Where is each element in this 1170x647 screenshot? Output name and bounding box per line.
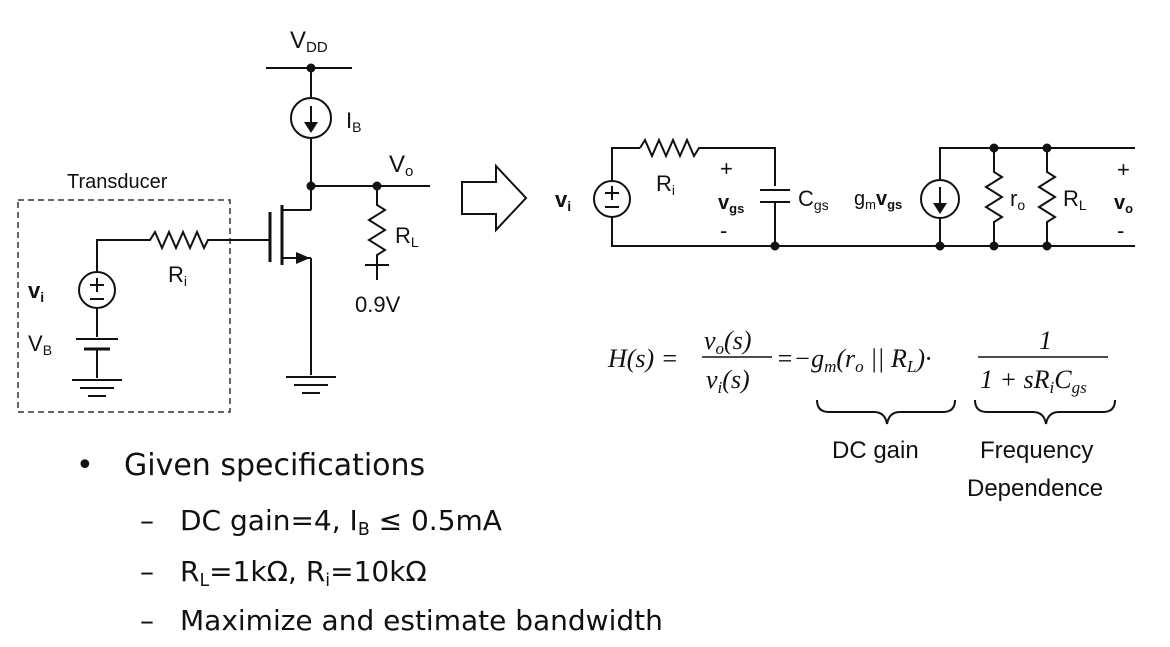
bullet-glyph: • bbox=[76, 448, 94, 483]
transducer-label: Transducer bbox=[67, 171, 168, 193]
vgs-minus: - bbox=[720, 218, 727, 243]
current-source-ib bbox=[290, 97, 332, 139]
resistor-rl bbox=[1037, 148, 1057, 246]
rl-label: RL bbox=[1063, 186, 1087, 213]
arrow-right-icon bbox=[461, 163, 528, 233]
ground-wire bbox=[611, 217, 1135, 247]
vdd-label: VDD bbox=[290, 27, 328, 56]
node bbox=[989, 241, 999, 251]
resistor-ri bbox=[639, 137, 776, 186]
rl-label: RL bbox=[395, 223, 419, 250]
vo-label: Vo bbox=[389, 151, 413, 180]
equation-lhs: H(s) = bbox=[607, 344, 678, 373]
node bbox=[935, 241, 945, 251]
small-signal-circuit: Ri vi + vgs - Cgs gmvgs bbox=[555, 137, 1135, 251]
node bbox=[1042, 241, 1052, 251]
load-resistor bbox=[367, 186, 387, 265]
left-circuit: VDD IB Vo RL 0.9V bbox=[17, 27, 430, 413]
fraction-numerator: vo(s) bbox=[704, 326, 751, 358]
source-resistor bbox=[96, 229, 270, 272]
brace-label-frequency-line1: Frequency bbox=[980, 437, 1093, 464]
fraction2-denominator: 1 + sRiCgs bbox=[980, 365, 1087, 397]
dependent-current-source bbox=[920, 179, 960, 219]
brace-label-dc-gain: DC gain bbox=[832, 437, 919, 464]
transfer-function-equation: H(s) = vo(s) vi(s) =−gm(ro || RL)· 1 1 +… bbox=[607, 326, 1116, 502]
gm-label: gmvgs bbox=[854, 188, 902, 212]
bias-battery bbox=[76, 338, 118, 378]
ri-label: Ri bbox=[656, 171, 675, 198]
arrow-right-icon bbox=[296, 252, 310, 264]
node bbox=[770, 241, 780, 251]
ground-symbol bbox=[286, 376, 336, 394]
sub-bullet-2: –RL=1kΩ, Ri=10kΩ bbox=[140, 555, 427, 592]
dc-gain-term: =−gm(ro || RL)· bbox=[776, 344, 931, 376]
ri-label: Ri bbox=[168, 262, 187, 289]
vo-plus: + bbox=[1117, 157, 1130, 182]
input-voltage-source bbox=[593, 180, 631, 218]
vi-label: vi bbox=[28, 278, 44, 305]
transducer-box bbox=[17, 199, 231, 413]
nmos-transistor bbox=[268, 186, 312, 375]
brace-frequency bbox=[974, 399, 1116, 425]
ground-symbol bbox=[72, 379, 122, 397]
output-wire bbox=[939, 147, 1135, 180]
arrow-down-icon bbox=[304, 122, 318, 133]
vb-label: VB bbox=[28, 331, 52, 358]
brace-label-frequency-line2: Dependence bbox=[967, 475, 1103, 502]
arrow-down-icon bbox=[933, 203, 947, 214]
brace-dc-gain bbox=[816, 399, 956, 425]
bullet-main: • Given specifications bbox=[76, 448, 425, 483]
vgs-plus: + bbox=[720, 156, 733, 181]
ref-voltage-label: 0.9V bbox=[355, 292, 401, 317]
ro-label: ro bbox=[1010, 186, 1025, 213]
sub-bullet-1: –DC gain=4, IB ≤ 0.5mA bbox=[140, 504, 502, 541]
sub-bullet-3: –Maximize and estimate bandwidth bbox=[140, 604, 663, 637]
vgs-label: vgs bbox=[718, 192, 744, 216]
resistor-ro bbox=[984, 148, 1004, 246]
cgs-label: Cgs bbox=[798, 186, 829, 213]
vi-label: vi bbox=[555, 187, 571, 214]
fraction2-numerator: 1 bbox=[1039, 326, 1052, 355]
capacitor-cgs bbox=[760, 189, 790, 246]
input-voltage-source bbox=[78, 271, 116, 309]
vo-minus: - bbox=[1117, 218, 1124, 243]
ib-label: IB bbox=[346, 108, 361, 135]
bullet-main-text: Given specifications bbox=[124, 448, 426, 483]
vo-label: vo bbox=[1114, 192, 1133, 216]
wire bbox=[611, 147, 640, 180]
fraction-denominator: vi(s) bbox=[706, 365, 750, 397]
